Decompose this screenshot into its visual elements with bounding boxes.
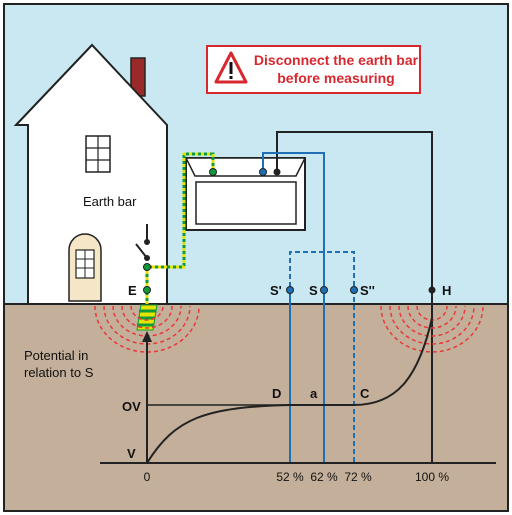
terminal-e-dot: [209, 168, 217, 176]
earth-junction-dot: [143, 263, 151, 271]
house-door: [68, 233, 102, 302]
point-a-label: a: [310, 386, 318, 401]
s-dot: [320, 286, 328, 294]
earth-tester: [184, 157, 307, 231]
earth-bar-switch: [135, 224, 150, 261]
warning-line-1: Disconnect the earth bar: [254, 52, 419, 68]
earth-electrode: [136, 304, 158, 331]
axis-100-label: 100 %: [415, 470, 449, 484]
terminal-s-dot: [259, 168, 267, 176]
s-double-dot: [350, 286, 358, 294]
point-c-label: C: [360, 386, 370, 401]
axis-62-label: 62 %: [310, 470, 338, 484]
probe-lead-s: [262, 152, 325, 463]
point-d-label: D: [272, 386, 281, 401]
electrode-s-prime-label: S': [270, 283, 282, 298]
electrode-e-label: E: [128, 283, 137, 298]
electrode-h-label: H: [442, 283, 451, 298]
potential-curve: [146, 317, 433, 464]
frame: [3, 3, 509, 512]
warning-box: Disconnect the earth bar before measurin…: [206, 45, 421, 94]
axis-zero-label: 0: [144, 470, 151, 484]
axis-ov-label: OV: [122, 399, 141, 414]
e-dot: [143, 286, 151, 294]
warning-line-2: before measuring: [277, 70, 394, 86]
axis-52-label: 52 %: [276, 470, 304, 484]
electrode-s-label: S: [309, 283, 318, 298]
house: [13, 43, 168, 305]
s-prime-dot: [286, 286, 294, 294]
electrode-s-double-label: S'': [360, 283, 375, 298]
axis-v-label: V: [127, 446, 136, 461]
earth-bar-label: Earth bar: [83, 194, 137, 209]
terminal-h-dot: [273, 168, 281, 176]
potential-label-line-2: relation to S: [24, 365, 94, 380]
house-wall: [13, 43, 168, 305]
warning-triangle-icon: [214, 51, 248, 84]
house-window: [85, 135, 111, 173]
h-dot: [428, 286, 436, 294]
axis-72-label: 72 %: [344, 470, 372, 484]
potential-label-line-1: Potential in: [24, 348, 88, 363]
earth-wire-yellow: [145, 152, 215, 304]
axis-arrow-icon: [142, 331, 152, 342]
